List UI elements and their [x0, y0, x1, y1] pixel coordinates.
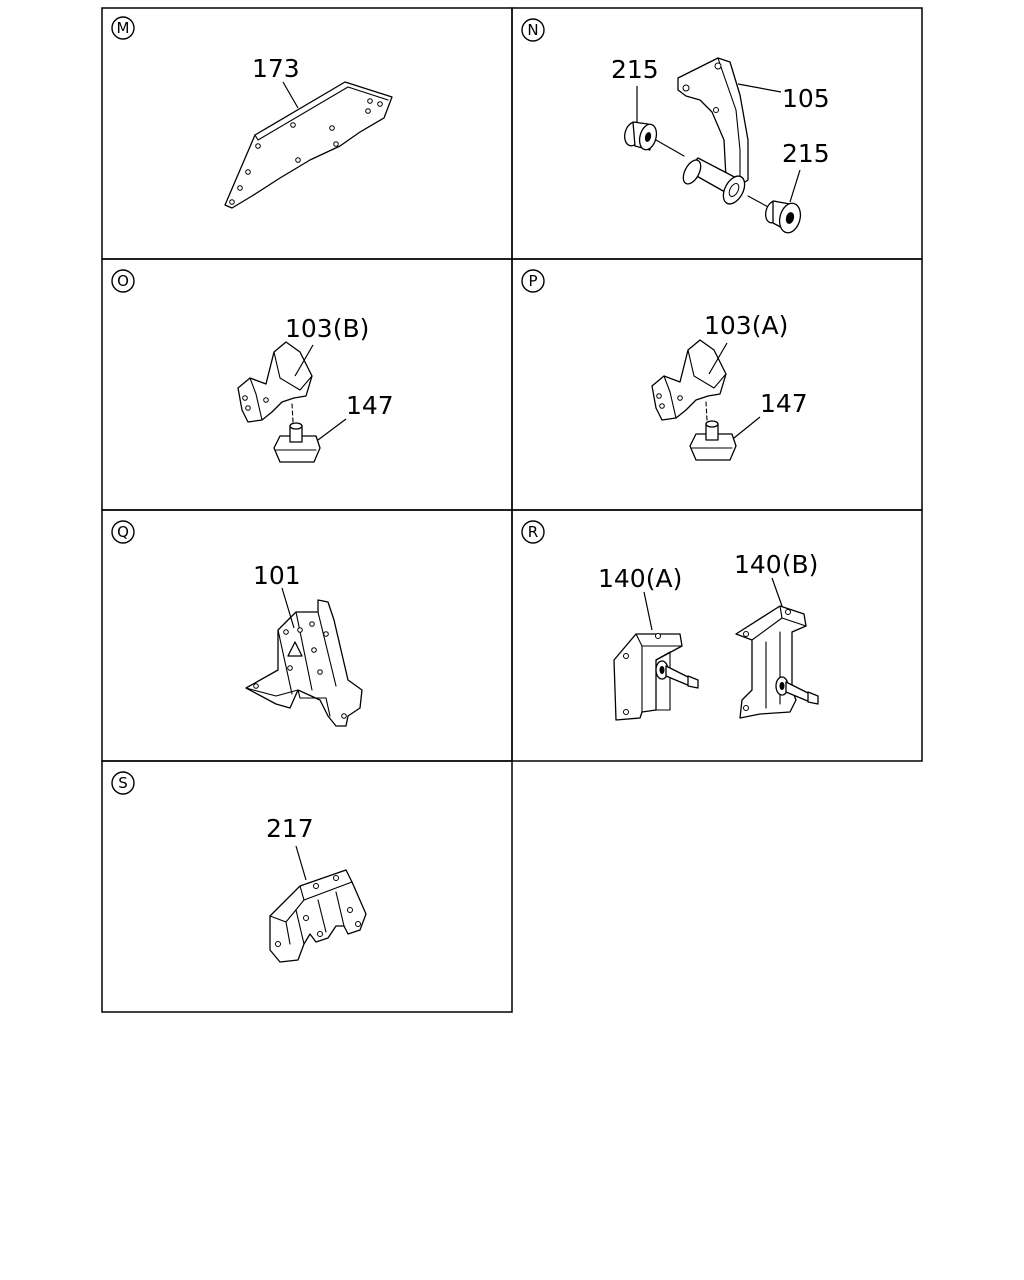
part-103a-bracket — [651, 339, 727, 421]
part-215-bushing-left — [624, 121, 685, 157]
callout-173: 173 — [252, 54, 300, 83]
leader-105 — [737, 83, 782, 93]
part-101-mount — [245, 599, 363, 727]
svg-text:S: S — [118, 774, 128, 792]
part-215-bushing-right — [747, 195, 802, 234]
part-173-plate — [224, 81, 393, 209]
callout-101: 101 — [253, 561, 301, 590]
svg-text:M: M — [117, 19, 130, 37]
panel-letter-m: M — [111, 16, 135, 40]
leader-140a — [643, 591, 653, 631]
leader-140b — [771, 577, 783, 607]
callout-105: 105 — [782, 84, 830, 113]
panel-letter-r: R — [521, 520, 545, 544]
part-140a-mount — [613, 633, 699, 721]
part-147-stopper-o — [273, 422, 321, 463]
callout-140a: 140(A) — [598, 564, 682, 593]
leader-215-right — [789, 169, 801, 203]
part-140b-mount — [735, 605, 819, 719]
svg-text:Q: Q — [117, 523, 129, 541]
panel-letter-n: N — [521, 18, 545, 42]
panel-letter-p: P — [521, 269, 545, 293]
callout-217: 217 — [266, 814, 314, 843]
leader-101 — [281, 587, 295, 629]
panel-s-frame — [101, 760, 513, 1013]
svg-text:O: O — [117, 272, 129, 290]
part-105-bracket — [677, 57, 749, 205]
callout-103b: 103(B) — [285, 314, 369, 343]
leader-147-o — [317, 418, 347, 441]
panel-r-frame — [511, 509, 923, 762]
part-103b-bracket — [237, 341, 313, 423]
svg-text:R: R — [528, 523, 538, 541]
svg-text:P: P — [528, 272, 537, 290]
leader-103a — [708, 342, 728, 375]
callout-140b: 140(B) — [734, 550, 818, 579]
callout-103a: 103(A) — [704, 311, 788, 340]
callout-147-o: 147 — [346, 391, 394, 420]
part-217-bracket — [269, 869, 367, 963]
leader-103b — [294, 344, 314, 377]
panel-letter-o: O — [111, 269, 135, 293]
panel-grid — [101, 7, 923, 1013]
part-147-stopper-p — [689, 420, 737, 461]
panel-letter-s: S — [111, 771, 135, 795]
callout-215-right: 215 — [782, 139, 830, 168]
callout-147-p: 147 — [760, 389, 808, 418]
leader-173 — [282, 81, 299, 109]
leader-147-p — [733, 416, 761, 439]
panel-letter-q: Q — [111, 520, 135, 544]
svg-text:N: N — [527, 21, 538, 39]
panel-n-frame — [511, 7, 923, 260]
leader-217 — [295, 845, 307, 881]
callout-215-left: 215 — [611, 55, 659, 84]
